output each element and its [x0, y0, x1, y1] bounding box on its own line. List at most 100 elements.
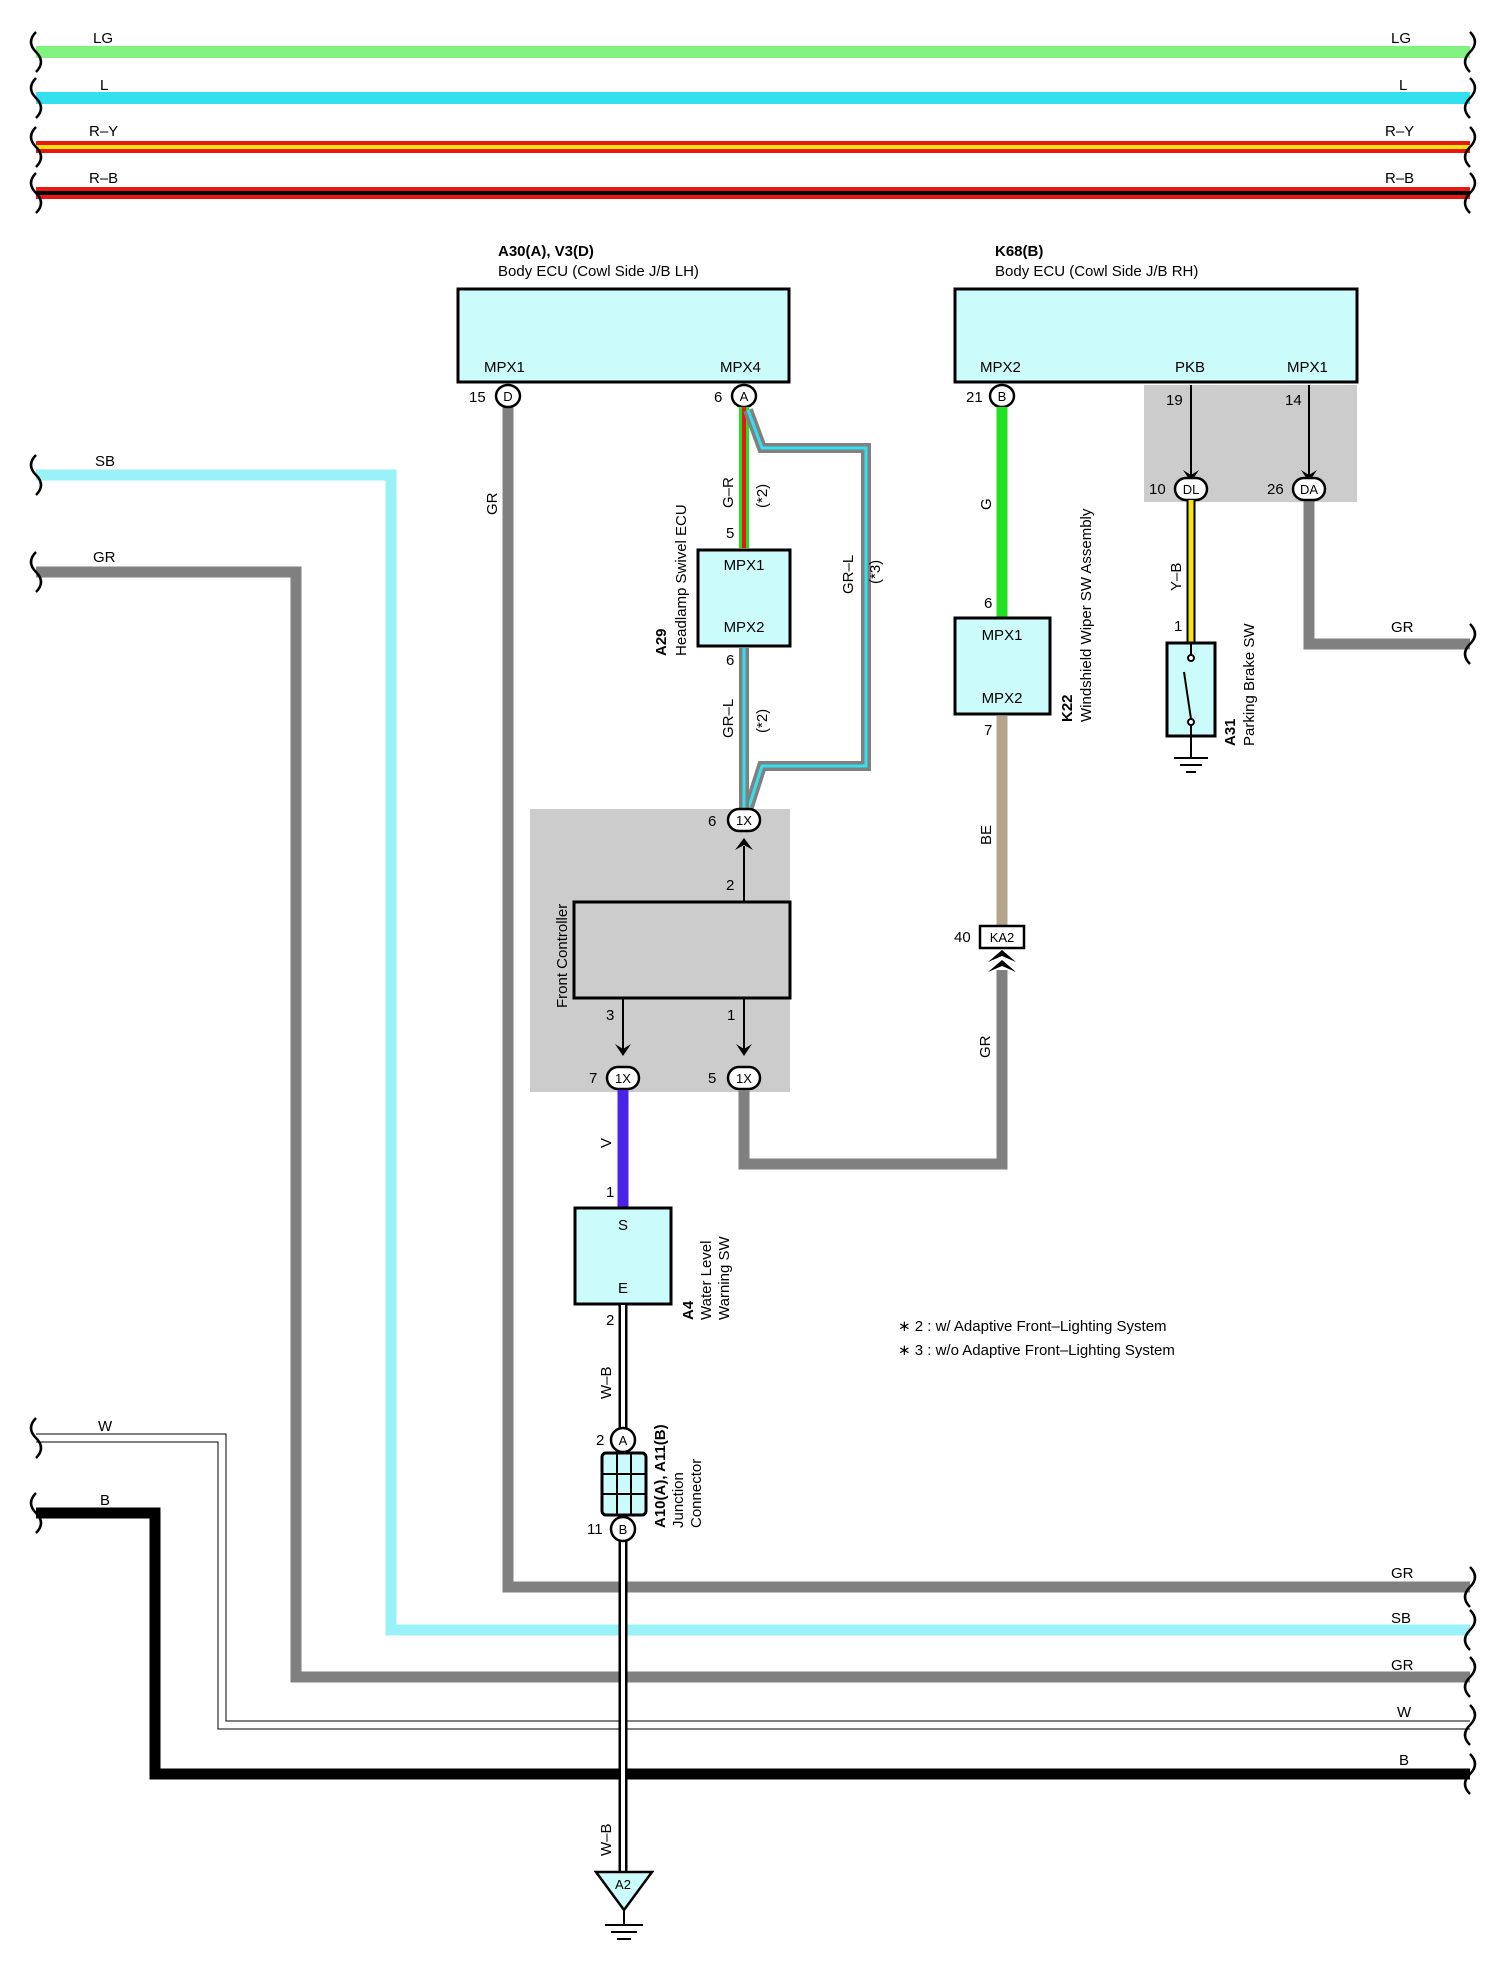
front-connector-top: 6 1X [708, 807, 762, 850]
body-ecu-rh: K68(B) Body ECU (Cowl Side J/B RH) MPX2 … [953, 243, 1359, 384]
svg-text:GR: GR [977, 1035, 994, 1058]
wire-be: BE [978, 716, 1008, 926]
bus-r-y: R–Y R–Y [36, 123, 1470, 153]
svg-text:6: 6 [714, 389, 722, 406]
svg-text:A: A [740, 389, 749, 404]
wire-gr-l: GR–L (*2) [720, 648, 771, 808]
svg-text:GR: GR [1391, 1565, 1414, 1582]
svg-text:6: 6 [708, 813, 716, 830]
bus-l: L L [36, 77, 1470, 104]
front-connector-right: 5 1X [708, 1065, 762, 1091]
svg-text:G–R: G–R [720, 477, 737, 508]
svg-text:GR–L: GR–L [840, 555, 857, 594]
svg-text:K22: K22 [1059, 694, 1076, 722]
svg-text:(*2): (*2) [754, 484, 771, 508]
svg-text:B: B [1399, 1752, 1409, 1769]
ecu-lh-name: Body ECU (Cowl Side J/B LH) [498, 263, 699, 280]
svg-text:19: 19 [1166, 392, 1183, 409]
svg-text:S: S [618, 1217, 628, 1234]
svg-text:D: D [503, 389, 512, 404]
svg-text:GR: GR [1391, 1657, 1414, 1674]
connector-da: 26 DA [1267, 476, 1327, 502]
svg-text:1: 1 [606, 1184, 614, 1201]
wire-b-left: B B [36, 1492, 1470, 1780]
wire-g: G [978, 407, 1008, 618]
svg-text:5: 5 [708, 1070, 716, 1087]
break-marks [29, 31, 1477, 1795]
bus-lg: LG LG [36, 30, 1470, 58]
svg-text:11: 11 [587, 1521, 603, 1538]
front-connector-left: 7 1X [589, 1065, 641, 1091]
wire-y-b: Y–B [1168, 500, 1196, 642]
notes: ∗ 2 : w/ Adaptive Front–Lighting System … [898, 1318, 1175, 1359]
svg-text:Warning SW: Warning SW [716, 1236, 733, 1320]
svg-text:L: L [1399, 77, 1407, 94]
svg-text:B: B [998, 389, 1007, 404]
bus-r-b: R–B R–B [36, 170, 1470, 199]
svg-text:SB: SB [1391, 1610, 1411, 1627]
svg-text:GR: GR [1391, 619, 1414, 636]
svg-text:6: 6 [984, 595, 992, 612]
svg-text:1X: 1X [736, 1071, 752, 1086]
svg-text:6: 6 [726, 652, 734, 669]
svg-text:R–Y: R–Y [89, 123, 118, 140]
svg-text:7: 7 [984, 722, 992, 739]
ground-a2: A2 [593, 1870, 655, 1940]
front-controller: 6 1X 2 Front Controller 3 1 7 1X 5 1X [554, 807, 792, 1091]
svg-text:14: 14 [1285, 392, 1302, 409]
svg-text:MPX1: MPX1 [1287, 359, 1328, 376]
svg-text:A29: A29 [653, 628, 670, 656]
svg-text:L: L [100, 77, 108, 94]
svg-text:BE: BE [978, 825, 995, 845]
parking-brake-sw: 1 A31 Parking Brake SW [1165, 618, 1258, 773]
svg-text:PKB: PKB [1175, 359, 1205, 376]
svg-text:Y–B: Y–B [1168, 563, 1185, 591]
svg-text:15: 15 [469, 389, 486, 406]
svg-text:Junction: Junction [670, 1472, 687, 1528]
wire-gr-left: GR GR [36, 549, 1470, 1683]
svg-text:MPX4: MPX4 [720, 359, 761, 376]
svg-text:Front Controller: Front Controller [554, 904, 571, 1008]
svg-text:A: A [619, 1433, 628, 1448]
ecu-rh-name: Body ECU (Cowl Side J/B RH) [995, 263, 1198, 280]
wire-g-r: G–R (*2) [720, 407, 771, 548]
svg-text:A4: A4 [680, 1300, 697, 1320]
wire-w-b: W–B W–B [598, 1305, 628, 1885]
svg-text:DL: DL [1183, 482, 1200, 497]
ecu-rh-code: K68(B) [995, 243, 1043, 260]
svg-text:(*3): (*3) [867, 560, 884, 584]
svg-text:1X: 1X [736, 813, 752, 828]
svg-text:LG: LG [93, 30, 113, 47]
svg-text:GR–L: GR–L [720, 699, 737, 738]
wire-gr-rh-ecu: GR [1303, 490, 1470, 650]
svg-text:W: W [1397, 1704, 1412, 1721]
ecu-rh-mpx1-leg: 14 [1285, 385, 1317, 482]
ecu-lh-pin-6: 6 A [714, 383, 758, 409]
ecu-rh-pin-21: 21 B [966, 383, 1016, 409]
note-3: ∗ 3 : w/o Adaptive Front–Lighting System [898, 1342, 1175, 1359]
svg-text:2: 2 [596, 1432, 604, 1449]
svg-text:1: 1 [1174, 618, 1182, 635]
note-2: ∗ 2 : w/ Adaptive Front–Lighting System [898, 1318, 1167, 1335]
water-level-warning-sw: 1 S E 2 A4 Water Level Warning SW [573, 1184, 733, 1329]
ecu-lh-pin-15: 15 D [469, 383, 522, 409]
svg-text:GR: GR [93, 549, 116, 566]
svg-text:Parking Brake SW: Parking Brake SW [1241, 623, 1258, 746]
svg-text:7: 7 [589, 1070, 597, 1087]
wire-gr-front-to-ka2: GR [738, 970, 1008, 1170]
svg-text:2: 2 [726, 877, 734, 894]
svg-text:10: 10 [1149, 481, 1166, 498]
svg-text:(*2): (*2) [754, 709, 771, 733]
svg-text:MPX1: MPX1 [484, 359, 525, 376]
svg-text:Windshield Wiper SW Assembly: Windshield Wiper SW Assembly [1078, 508, 1095, 722]
svg-text:A2: A2 [615, 1877, 631, 1892]
svg-text:A10(A), A11(B): A10(A), A11(B) [652, 1424, 669, 1528]
wire-gr-lh-ecu: GR [502, 407, 1470, 1593]
svg-text:E: E [618, 1280, 628, 1297]
svg-text:KA2: KA2 [990, 930, 1015, 945]
wire-v: V [598, 1090, 629, 1208]
svg-text:A31: A31 [1222, 718, 1239, 746]
svg-text:MPX1: MPX1 [724, 557, 765, 574]
svg-text:B: B [619, 1522, 628, 1537]
